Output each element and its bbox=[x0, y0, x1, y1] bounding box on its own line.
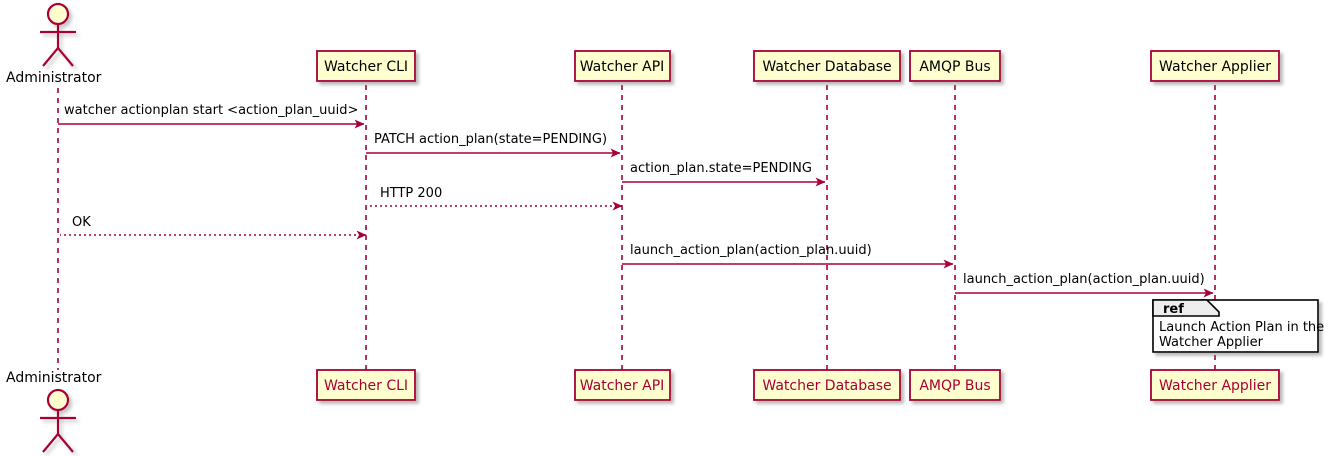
participant-watcher-applier-top[interactable]: Watcher Applier bbox=[1150, 50, 1280, 82]
ref-tab-label: ref bbox=[1163, 302, 1184, 317]
message-m4[interactable]: HTTP 200 bbox=[368, 186, 623, 211]
participant-box bbox=[1150, 50, 1280, 82]
participant-box bbox=[753, 369, 901, 401]
message-label: OK bbox=[72, 215, 91, 230]
ref-tab-pentagon bbox=[1152, 299, 1220, 317]
actor-stick-figure-icon-bottom bbox=[40, 388, 76, 453]
actor-administrator-top[interactable]: Administrator bbox=[6, 2, 102, 86]
participant-box bbox=[1150, 369, 1280, 401]
participant-watcher-applier-bottom[interactable]: Watcher Applier bbox=[1150, 369, 1280, 401]
participant-label: Watcher API bbox=[580, 59, 665, 75]
participant-box bbox=[574, 369, 671, 401]
participant-box bbox=[316, 50, 416, 82]
message-label: watcher actionplan start <action_plan_uu… bbox=[64, 103, 358, 118]
actor-label-administrator-bottom: Administrator bbox=[6, 370, 102, 386]
message-label: launch_action_plan(action_plan.uuid) bbox=[963, 272, 1205, 287]
participant-watcher-cli-bottom[interactable]: Watcher CLI bbox=[316, 369, 416, 401]
actor-stick-figure-icon bbox=[40, 2, 76, 67]
message-label: PATCH action_plan(state=PENDING) bbox=[374, 132, 607, 147]
participant-amqp-bus-bottom[interactable]: AMQP Bus bbox=[909, 369, 1001, 401]
ref-body-line-1: Launch Action Plan in the bbox=[1159, 320, 1324, 335]
participant-watcher-api-bottom[interactable]: Watcher API bbox=[574, 369, 671, 401]
message-m3[interactable]: action_plan.state=PENDING bbox=[622, 161, 826, 187]
message-m2[interactable]: PATCH action_plan(state=PENDING) bbox=[366, 132, 621, 158]
participant-box bbox=[574, 50, 671, 82]
participant-box bbox=[909, 369, 1001, 401]
participant-label: Watcher Database bbox=[762, 378, 891, 394]
participant-watcher-database-bottom[interactable]: Watcher Database bbox=[753, 369, 901, 401]
participant-label: Watcher API bbox=[580, 378, 665, 394]
participant-box bbox=[316, 369, 416, 401]
lifelines-group bbox=[57, 85, 1216, 372]
participant-box bbox=[753, 50, 901, 82]
message-label: launch_action_plan(action_plan.uuid) bbox=[630, 243, 872, 258]
participant-label: AMQP Bus bbox=[919, 378, 990, 394]
participant-amqp-bus-top[interactable]: AMQP Bus bbox=[909, 50, 1001, 82]
participant-watcher-database-top[interactable]: Watcher Database bbox=[753, 50, 901, 82]
participant-watcher-api-top[interactable]: Watcher API bbox=[574, 50, 671, 82]
message-m5[interactable]: OK bbox=[60, 215, 367, 240]
actor-label-administrator-top: Administrator bbox=[6, 70, 102, 86]
message-m6[interactable]: launch_action_plan(action_plan.uuid) bbox=[622, 243, 954, 269]
actor-administrator-bottom[interactable]: Administrator bbox=[6, 370, 102, 453]
participant-label: Watcher CLI bbox=[324, 378, 408, 394]
participant-label: Watcher Database bbox=[762, 59, 891, 75]
participant-label: Watcher Applier bbox=[1159, 59, 1271, 75]
participant-label: Watcher CLI bbox=[324, 59, 408, 75]
ref-body-line-2: Watcher Applier bbox=[1159, 335, 1264, 350]
participant-label: AMQP Bus bbox=[919, 59, 990, 75]
ref-fragment[interactable]: ref Launch Action Plan in the Watcher Ap… bbox=[1152, 299, 1324, 353]
participant-watcher-cli-top[interactable]: Watcher CLI bbox=[316, 50, 416, 82]
participant-box bbox=[909, 50, 1001, 82]
message-label: HTTP 200 bbox=[380, 186, 442, 201]
message-m7[interactable]: launch_action_plan(action_plan.uuid) bbox=[955, 272, 1214, 298]
participant-label: Watcher Applier bbox=[1159, 378, 1271, 394]
message-m1[interactable]: watcher actionplan start <action_plan_uu… bbox=[58, 103, 365, 129]
message-label: action_plan.state=PENDING bbox=[630, 161, 812, 176]
